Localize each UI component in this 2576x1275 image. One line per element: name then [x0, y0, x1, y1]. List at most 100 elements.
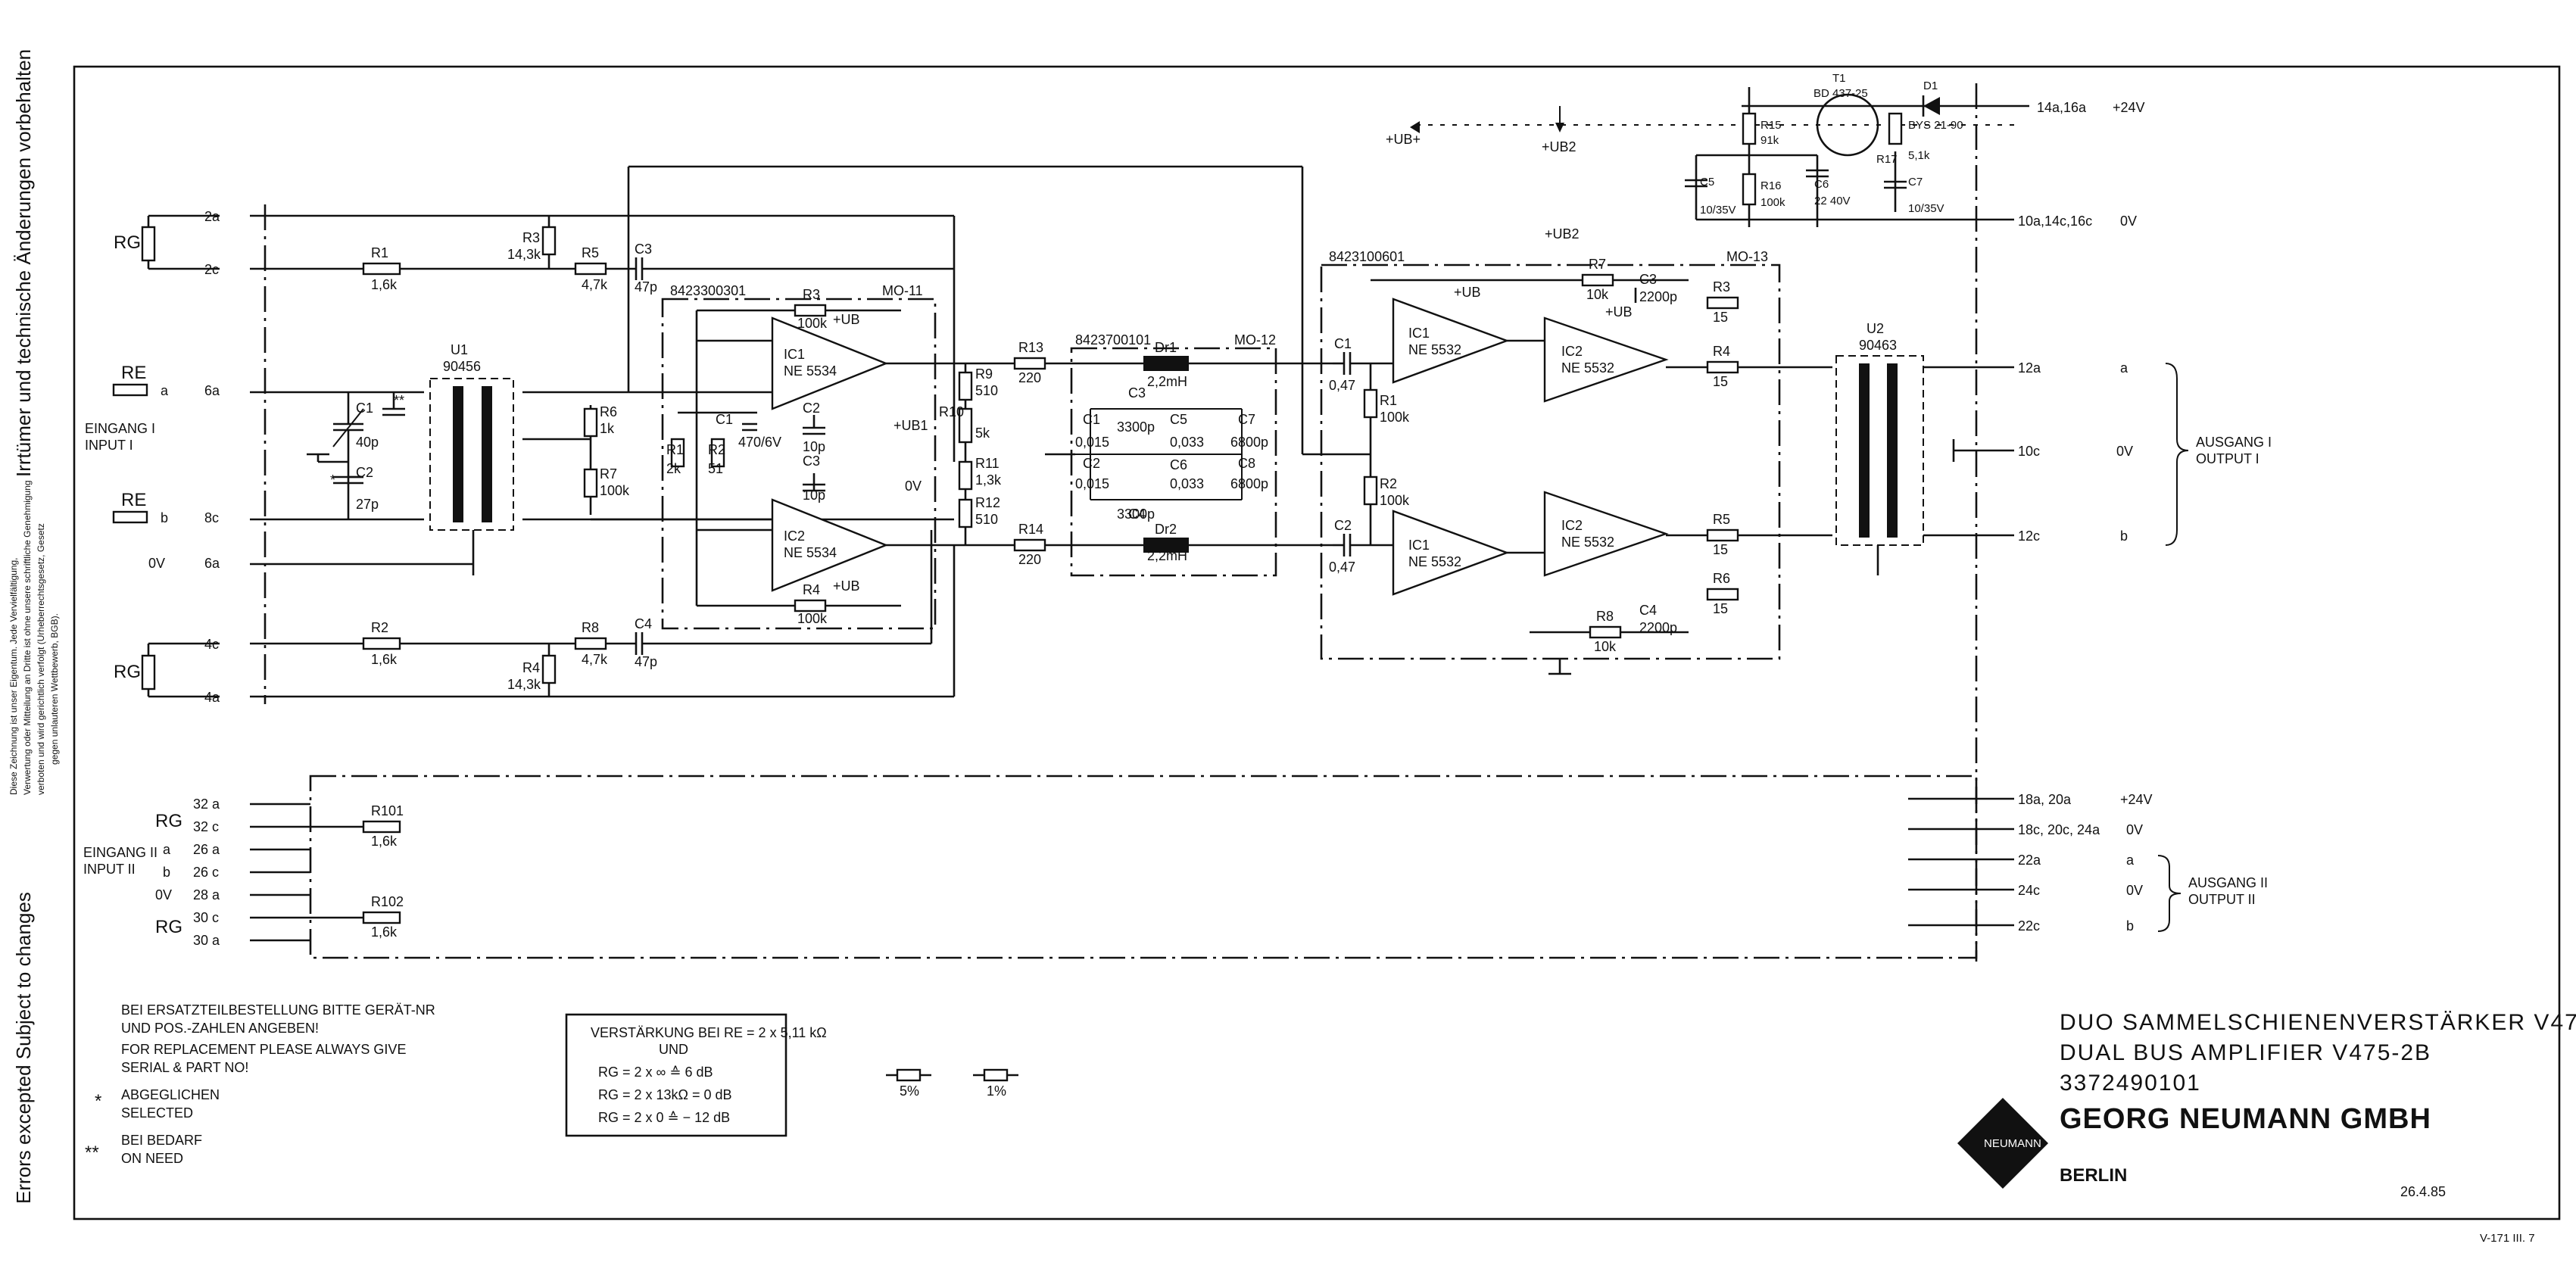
- mo12-module: 8423700101 MO-12 Dr1 2,2mH Dr2 2,2mH C1 …: [1045, 332, 1333, 577]
- svg-text:8c: 8c: [204, 510, 219, 525]
- title-block: DUO SAMMELSCHIENENVERSTÄRKER V475-2B DUA…: [1957, 1010, 2576, 1245]
- svg-text:100k: 100k: [1380, 493, 1410, 508]
- svg-text:RG: RG: [114, 232, 141, 253]
- mo11-r3: [794, 304, 827, 317]
- mo11-module: 8423300301 MO-11 IC1 NE 5534 +UB IC2 NE …: [591, 283, 954, 630]
- svg-text:90456: 90456: [443, 359, 481, 374]
- svg-text:14,3k: 14,3k: [507, 247, 541, 262]
- svg-text:Dr1: Dr1: [1155, 340, 1177, 355]
- svg-text:+UB: +UB: [833, 578, 860, 594]
- svg-text:32 a: 32 a: [193, 796, 220, 812]
- svg-text:R8: R8: [582, 620, 599, 635]
- svg-text:R11: R11: [975, 456, 1000, 471]
- svg-text:a: a: [161, 383, 169, 398]
- svg-text:U1: U1: [451, 342, 468, 357]
- re-resistor-b: [112, 510, 148, 524]
- svg-text:47p: 47p: [635, 279, 657, 295]
- svg-text:100k: 100k: [1380, 410, 1410, 425]
- svg-text:22a: 22a: [2018, 853, 2041, 868]
- title-de: DUO SAMMELSCHIENENVERSTÄRKER V475-2B: [2060, 1010, 2576, 1035]
- svg-text:30 c: 30 c: [193, 910, 219, 925]
- svg-text:C7: C7: [1238, 412, 1255, 427]
- svg-text:10c: 10c: [2018, 444, 2040, 459]
- svg-text:8423300301: 8423300301: [670, 283, 746, 298]
- svg-text:C7: C7: [1908, 176, 1923, 189]
- drawing-date: 26.4.85: [2400, 1184, 2446, 1199]
- drawing-number: V-171 III. 7: [2480, 1232, 2535, 1245]
- ub2-label: +UB2: [1542, 139, 1576, 154]
- svg-text:ON NEED: ON NEED: [121, 1151, 183, 1166]
- svg-text:BEI ERSATZTEILBESTELLUNG BITTE: BEI ERSATZTEILBESTELLUNG BITTE GERÄT-NR: [121, 1002, 435, 1018]
- svg-text:2,2mH: 2,2mH: [1147, 374, 1187, 389]
- svg-text:C5: C5: [1170, 412, 1187, 427]
- svg-text:10p: 10p: [803, 488, 825, 503]
- svg-text:1,6k: 1,6k: [371, 652, 398, 667]
- svg-text:1k: 1k: [600, 421, 615, 436]
- svg-text:SELECTED: SELECTED: [121, 1105, 193, 1121]
- svg-text:220: 220: [1018, 370, 1041, 385]
- svg-text:R1: R1: [1380, 393, 1397, 408]
- svg-text:6800p: 6800p: [1230, 476, 1268, 491]
- svg-text:3300p: 3300p: [1117, 419, 1155, 435]
- svg-text:C2: C2: [1334, 518, 1352, 533]
- svg-text:100k: 100k: [1760, 196, 1785, 209]
- power-supply: +UB+ +UB2 R15 91k R16 100k C5 10/35V T1 …: [1386, 72, 2145, 229]
- svg-text:0V: 0V: [148, 556, 165, 571]
- svg-text:R1: R1: [371, 245, 388, 260]
- svg-text:R12: R12: [975, 495, 1000, 510]
- output-1-section: U2 90463 12a 10c 12c a 0V b AUSGANG I OU…: [1835, 321, 2272, 575]
- copyright-line-1: Diese Zeichnung ist unser Eigentum. Jede…: [8, 557, 19, 795]
- svg-text:BD 437-25: BD 437-25: [1813, 87, 1868, 100]
- svg-text:10/35V: 10/35V: [1908, 202, 1944, 215]
- svg-text:RG = 2 x ∞ ≙ 6 dB: RG = 2 x ∞ ≙ 6 dB: [598, 1065, 713, 1080]
- svg-text:C3: C3: [803, 454, 820, 469]
- mo13-r3: [1706, 296, 1739, 310]
- svg-text:510: 510: [975, 383, 998, 398]
- svg-text:BYS 21-90: BYS 21-90: [1908, 119, 1963, 132]
- svg-text:0,47: 0,47: [1329, 378, 1355, 393]
- copyright-line-2: Verwertung oder Mitteilung an Dritte ist…: [22, 480, 33, 795]
- dr2-inductor: [1143, 538, 1189, 553]
- pin-10a: 10a,14c,16c: [2018, 214, 2092, 229]
- svg-text:4,7k: 4,7k: [582, 277, 608, 292]
- copyright-line-3: verboten und wird gerichtlich verfolgt (…: [36, 523, 46, 795]
- rg-resistor-top: [141, 226, 156, 262]
- pin-14a-16a: 14a,16a: [2037, 100, 2087, 115]
- svg-text:R3: R3: [522, 230, 540, 245]
- channel-2-box: [309, 775, 1978, 959]
- svg-text:26 c: 26 c: [193, 865, 219, 880]
- svg-text:R5: R5: [582, 245, 599, 260]
- svg-text:C2: C2: [356, 465, 373, 480]
- mo11-ic1-opamp: [771, 316, 889, 410]
- svg-text:22 40V: 22 40V: [1814, 195, 1851, 207]
- svg-text:R102: R102: [371, 894, 404, 909]
- svg-text:C6: C6: [1814, 178, 1829, 191]
- svg-text:R16: R16: [1760, 179, 1782, 192]
- svg-text:R7: R7: [1589, 257, 1606, 272]
- svg-text:IC1: IC1: [1408, 538, 1430, 553]
- r4-resistor: [541, 654, 557, 684]
- r8-resistor: [574, 637, 607, 650]
- svg-text:U2: U2: [1867, 321, 1884, 336]
- svg-text:RG = 2 x 13kΩ = 0 dB: RG = 2 x 13kΩ = 0 dB: [598, 1087, 732, 1102]
- svg-text:100k: 100k: [797, 611, 828, 626]
- svg-text:UND POS.-ZAHLEN ANGEBEN!: UND POS.-ZAHLEN ANGEBEN!: [121, 1021, 319, 1036]
- svg-text:**: **: [394, 393, 404, 408]
- svg-text:24c: 24c: [2018, 883, 2040, 898]
- svg-text:NE 5532: NE 5532: [1408, 554, 1461, 569]
- input-1-section: RG 2a 2c RE a 6a EINGANG I INPUT I RE b …: [85, 209, 220, 705]
- svg-text:0,015: 0,015: [1075, 476, 1109, 491]
- svg-text:C5: C5: [1700, 176, 1714, 189]
- svg-text:T1: T1: [1832, 72, 1846, 85]
- mo13-box: [1320, 263, 1781, 660]
- svg-text:INPUT I: INPUT I: [85, 438, 133, 453]
- svg-text:C8: C8: [1238, 456, 1255, 471]
- svg-text:C3: C3: [1128, 385, 1146, 401]
- svg-text:10k: 10k: [1594, 639, 1617, 654]
- t1-transistor: [1816, 93, 1879, 157]
- r101-resistor: [362, 820, 401, 834]
- svg-text:OUTPUT I: OUTPUT I: [2196, 451, 2259, 466]
- svg-text:3300p: 3300p: [1117, 507, 1155, 522]
- mo11-r1: [670, 438, 685, 468]
